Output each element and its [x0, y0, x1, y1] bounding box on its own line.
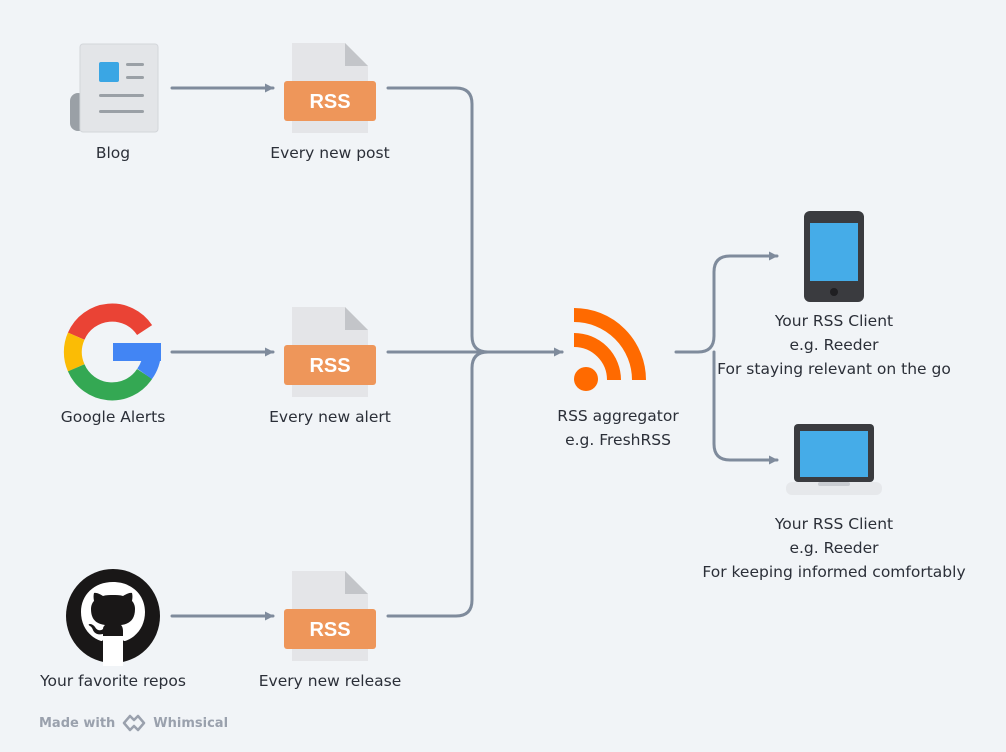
client-label-line2: e.g. Reeder	[789, 539, 879, 557]
aggregator-label-line1: RSS aggregator	[557, 407, 679, 425]
github-icon	[66, 569, 160, 666]
aggregator-label-line2: e.g. FreshRSS	[565, 431, 671, 449]
source-label-blog: Blog	[63, 141, 163, 165]
feed-label-alert: Every new alert	[250, 405, 410, 429]
source-label-repos: Your favorite repos	[23, 669, 203, 693]
client-label-phone: Your RSS Client e.g. Reeder For staying …	[704, 309, 964, 381]
connector-feed1-to-aggregator	[386, 86, 564, 357]
source-label-text: Google Alerts	[60, 408, 166, 426]
made-with-text: Made with	[39, 715, 116, 731]
connector-aggregator-to-laptop	[712, 350, 779, 465]
rss-file-icon: RSS	[284, 307, 376, 397]
client-label-line2: e.g. Reeder	[789, 336, 879, 354]
rss-file-icon: RSS	[284, 43, 376, 133]
feed-label-text: Every new alert	[269, 408, 391, 426]
rss-badge: RSS	[309, 91, 350, 113]
feed-label-release: Every new release	[240, 669, 420, 693]
feed-label-text: Every new release	[258, 672, 402, 690]
feed-label-post: Every new post	[250, 141, 410, 165]
connector-feed3-to-aggregator	[386, 350, 490, 618]
client-label-laptop: Your RSS Client e.g. Reeder For keeping …	[694, 512, 974, 584]
rss-badge: RSS	[309, 355, 350, 377]
source-label-google-alerts: Google Alerts	[38, 405, 188, 429]
laptop-icon	[786, 424, 882, 495]
rss-file-icon: RSS	[284, 571, 376, 661]
client-label-line3: For keeping informed comfortably	[702, 563, 966, 581]
whimsical-logo-icon	[123, 714, 146, 732]
source-label-text: Your favorite repos	[40, 672, 186, 690]
made-with-footer[interactable]: Made with Whimsical	[39, 712, 228, 734]
newspaper-icon	[70, 43, 159, 133]
client-label-line3: For staying relevant on the go	[717, 360, 951, 378]
rss-badge: RSS	[309, 619, 350, 641]
google-icon	[63, 303, 161, 401]
client-label-line1: Your RSS Client	[774, 515, 894, 533]
source-label-text: Blog	[95, 144, 131, 162]
connectors	[170, 83, 779, 621]
rss-icon	[573, 308, 646, 391]
feed-label-text: Every new post	[270, 144, 390, 162]
client-label-line1: Your RSS Client	[774, 312, 894, 330]
phone-icon	[804, 211, 864, 302]
connector-aggregator-to-phone	[674, 251, 779, 354]
whimsical-brand: Whimsical	[153, 715, 229, 731]
aggregator-label: RSS aggregator e.g. FreshRSS	[538, 404, 698, 452]
